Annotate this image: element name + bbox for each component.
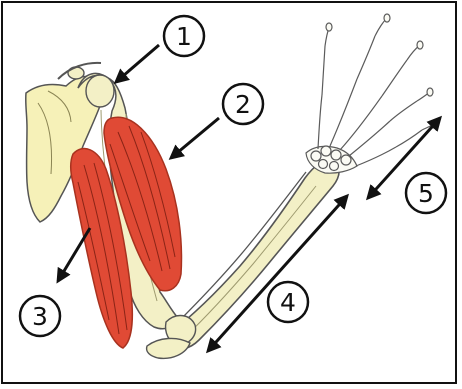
callout-3: 3 [20,296,60,336]
callout-2: 2 [223,84,263,124]
hand-bones [306,14,437,173]
callout-5-label: 5 [418,179,434,208]
callout-arrow-3 [58,228,90,281]
callout-1-label: 1 [176,22,192,51]
callout-3-label: 3 [32,302,48,331]
callout-4: 4 [268,282,308,322]
callout-2-label: 2 [235,90,251,119]
callout-1: 1 [164,16,204,56]
callout-arrow-2 [171,118,219,158]
callout-arrow-1 [116,45,159,82]
callout-5: 5 [406,173,446,213]
callout-4-label: 4 [280,288,296,317]
